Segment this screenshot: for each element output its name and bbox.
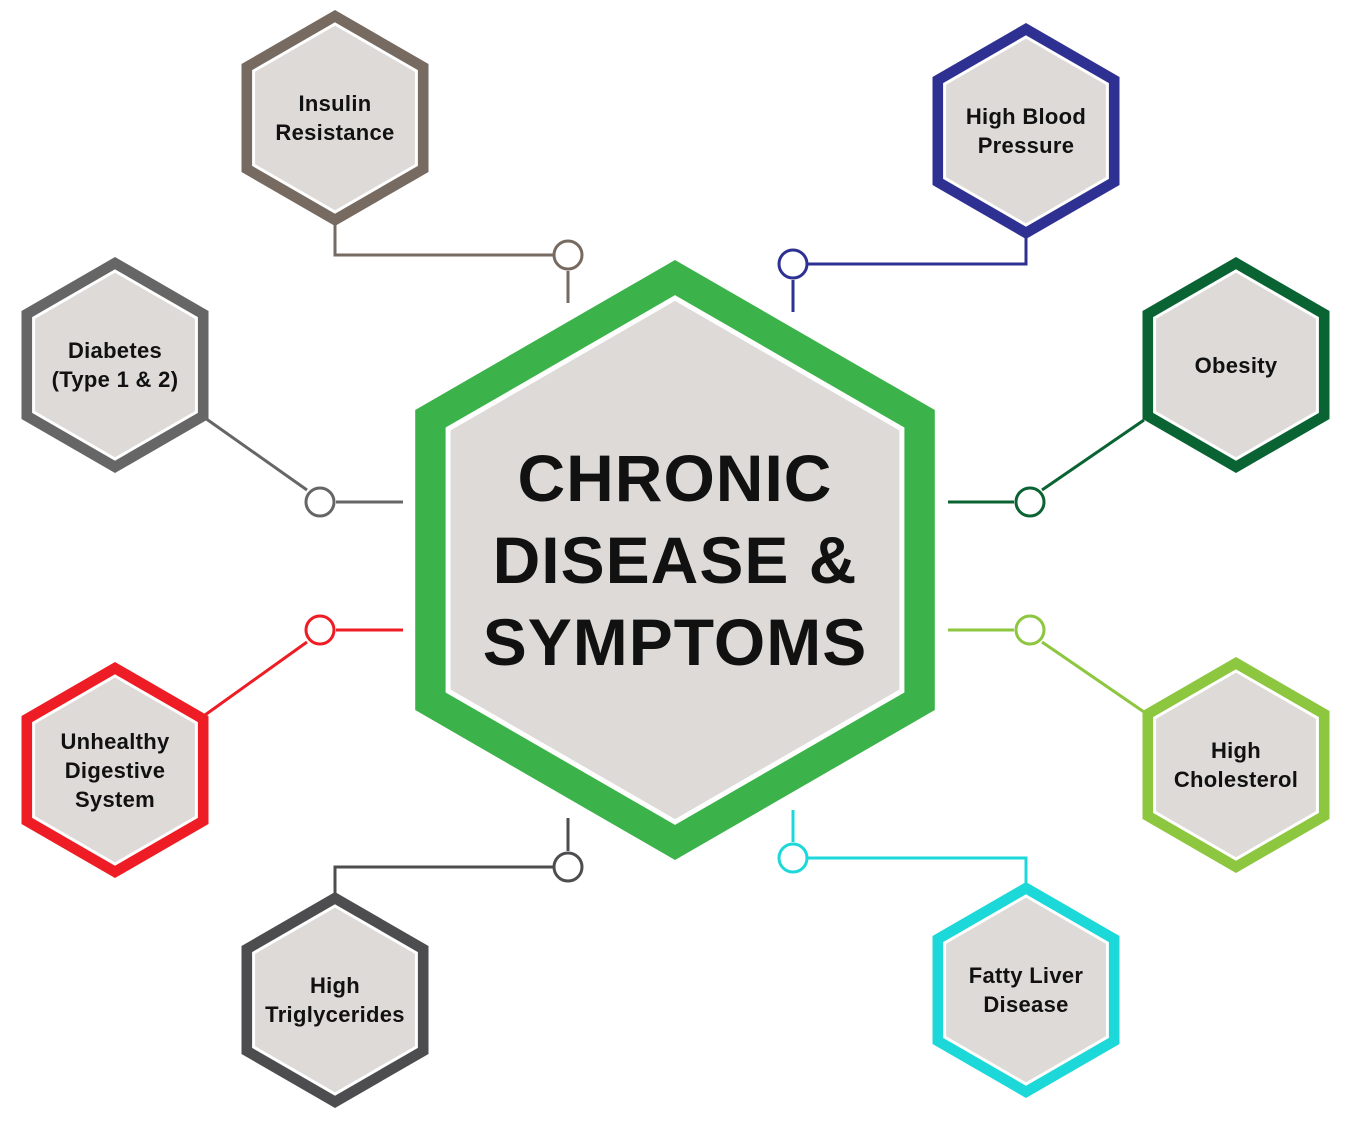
high-cholesterol-label: High Cholesterol [1173, 738, 1299, 792]
high-triglycerides-connector-node [552, 851, 584, 883]
center-hexagon-fill [445, 295, 905, 825]
obesity-hexagon [1153, 269, 1319, 461]
high-blood-pressure-hexagon [943, 35, 1109, 227]
diabetes-connector-node [304, 486, 336, 518]
hexagons [21, 10, 1330, 1108]
unhealthy-digestive-system-connector-line [204, 640, 308, 717]
fatty-liver-disease-connector-line [808, 856, 1028, 886]
obesity-connector-line [1041, 418, 1145, 492]
obesity-connector-node [1014, 486, 1046, 518]
insulin-resistance-hexagon [252, 22, 418, 214]
obesity-label: Obesity [1194, 352, 1278, 378]
unhealthy-digestive-system-label: Unhealthy Digestive System [60, 728, 170, 812]
diabetes-hexagon [32, 269, 198, 461]
unhealthy-digestive-system-connector-node [304, 614, 336, 646]
high-cholesterol-hexagon [1153, 669, 1319, 861]
high-triglycerides-label: High Triglycerides [265, 973, 405, 1027]
high-blood-pressure-connector-node [777, 248, 809, 280]
fatty-liver-disease-connector-node [777, 842, 809, 874]
fatty-liver-disease-hexagon [943, 894, 1109, 1086]
high-triglycerides-connector-line [333, 865, 553, 896]
unhealthy-digestive-system-hexagon [32, 674, 198, 866]
insulin-resistance-label: Insulin Resistance [275, 91, 395, 145]
high-cholesterol-connector-node [1014, 614, 1046, 646]
high-cholesterol-connector-line [1041, 640, 1145, 714]
diabetes-connector-line [204, 416, 308, 492]
main-title: CHRONIC DISEASE & SYMPTOMS [482, 441, 868, 679]
insulin-resistance-connector-line [333, 222, 553, 257]
high-blood-pressure-connector-line [808, 235, 1028, 266]
high-triglycerides-hexagon [252, 904, 418, 1096]
fatty-liver-disease-label: Fatty Liver Disease [968, 963, 1084, 1017]
insulin-resistance-connector-node [552, 239, 584, 271]
connectors [204, 222, 1145, 896]
diabetes-label: Diabetes (Type 1 & 2) [51, 338, 179, 392]
high-blood-pressure-label: High Blood Pressure [965, 104, 1087, 158]
